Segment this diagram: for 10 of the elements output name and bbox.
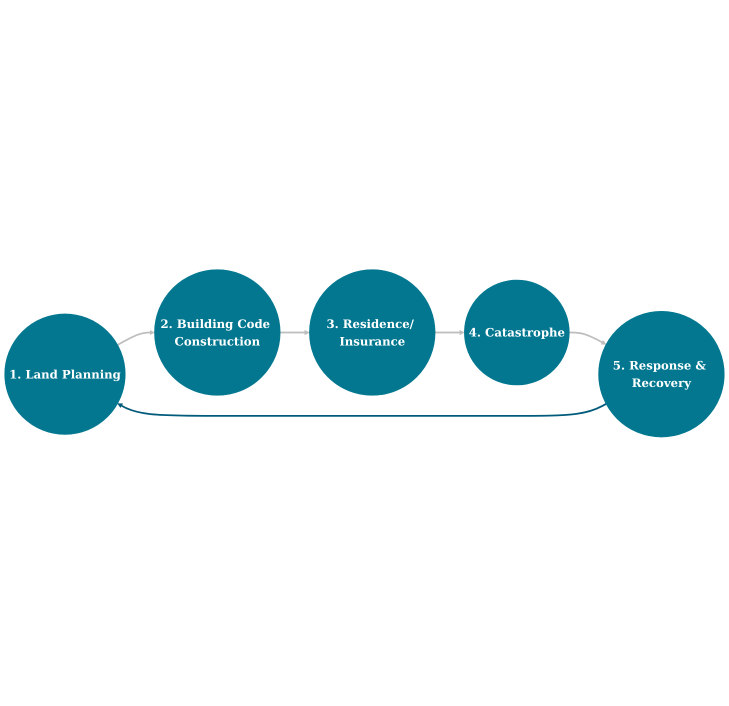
arrow <box>117 330 155 346</box>
node-circle: 2. Building Code Construction <box>154 269 280 396</box>
arrow <box>280 330 310 335</box>
arrow <box>569 331 606 344</box>
arrow <box>117 402 606 416</box>
node-circle: 4. Catastrophe <box>464 279 570 385</box>
node-circle: 5. Response & Recovery <box>598 310 725 437</box>
node-circle: 3. Residence/ Insurance <box>309 269 436 396</box>
node-circle: 1. Land Planning <box>4 313 126 434</box>
arrow <box>435 330 465 335</box>
